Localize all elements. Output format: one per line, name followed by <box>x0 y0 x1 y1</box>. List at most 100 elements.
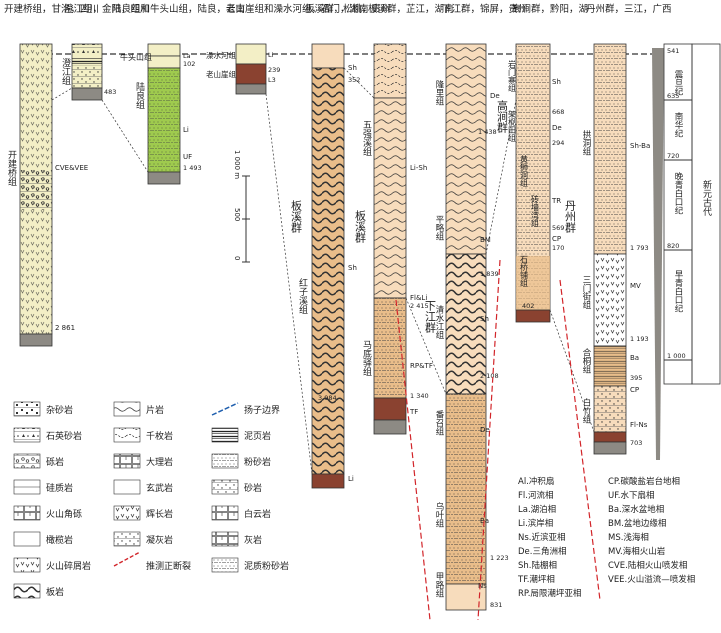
legend-label-20: 白云岩 <box>244 508 271 520</box>
facies-ms: MS.浅海相 <box>608 532 649 543</box>
header-col-3: 陆良组和牛头山组，陆良，云南 <box>112 3 245 15</box>
column-6: 板溪群 五强溪组 马底驿组 Li-Sh Fl&Li 2 415 RP&TF 1 … <box>354 43 433 435</box>
col4-thickness: 239 <box>268 66 280 74</box>
col7-formation-label: 隆里组 <box>434 79 444 105</box>
col8-thickness-1: 668 <box>552 108 564 116</box>
col5-formation-label: 红子溪组 <box>297 277 308 314</box>
col4-facies-lower: L3 <box>268 76 276 84</box>
col7-thickness-3: 2 108 <box>480 372 499 380</box>
facies-mv: MV.海相火山岩 <box>608 546 666 557</box>
legend-label-21: 灰岩 <box>244 534 262 546</box>
header-col-6: 板溪群，芷江，湖南 <box>368 3 454 15</box>
col6-facies-lower: RP&TF <box>410 362 433 370</box>
col6-facies-top: Li-Sh <box>410 164 427 172</box>
col7-group-label: 下江群 <box>424 300 437 333</box>
legend-label-1: 杂砂岩 <box>46 404 73 416</box>
facies-cve: CVE.陆相火山喷发相 <box>608 560 687 571</box>
legend-label-7: 火山碎屑岩 <box>46 560 91 572</box>
facies-ba: Ba.深水盆地相 <box>608 504 664 515</box>
col8-facies-cp: CP <box>552 235 561 243</box>
col9-facies-mv: MV <box>630 282 641 290</box>
col8-thickness-2: 294 <box>552 139 564 147</box>
scale-bar: 0 500 1 000 m <box>233 150 250 263</box>
col9-thickness-2: 1 193 <box>630 335 649 343</box>
col7-facies-sh: Sh <box>480 315 489 323</box>
facies-vee: VEE.火山溢流—喷发相 <box>608 574 695 585</box>
col1-facies: CVE&VEE <box>55 164 88 172</box>
facies-de: De.三角洲相 <box>518 546 566 557</box>
col5-group-label: 板溪群 <box>290 199 303 233</box>
col6-facies-mid: Fl&Li <box>410 294 427 302</box>
col8-facies-de: De <box>552 124 562 132</box>
header-col-5: 板溪群，松桃，贵州 <box>305 3 391 15</box>
header-col-4: 老山崖组和澡水河组，石门，湖南 <box>226 3 369 15</box>
period-nanhua: 南华纪 <box>673 111 683 137</box>
col9-mid-label-3: 合桐组 <box>581 347 591 373</box>
col8-facies-sh: Sh <box>552 78 561 86</box>
col7-mid-label-1: 平略组 <box>434 215 444 241</box>
col6-lower-label: 马底驿组 <box>361 340 372 376</box>
age-635: 635 <box>667 92 679 100</box>
legend-label-16: 扬子边界 <box>244 404 280 416</box>
facies-legend-right: CP.碳酸盐岩台地相 UF.水下扇相 Ba.深水盆地相 BM.盆地边缘相 MS.… <box>608 476 695 585</box>
legend-label-6: 橄榄岩 <box>46 534 73 546</box>
col5-thickness-top: 352 <box>348 76 360 84</box>
col3-facies-uf: UF <box>183 153 192 161</box>
column-3: 牛头山组 陆良组 La 102 Li UF 1 493 <box>120 43 202 185</box>
col7-thickness-2: 1 839 <box>480 270 499 278</box>
col3-facies-li: Li <box>183 126 189 134</box>
col7-mid-label-5: 甲路组 <box>434 572 444 598</box>
facies-rp: RP.局限潮坪亚相 <box>518 588 581 599</box>
legend-label-4: 硅质岩 <box>46 482 73 494</box>
col4-facies: Li <box>268 51 274 59</box>
column-2: 澄江组 483 <box>60 43 116 101</box>
col5-thickness: 3 984 <box>318 394 337 402</box>
scale-label-0: 0 <box>233 256 241 260</box>
col4-formation-label: 澡水河组 <box>206 50 236 60</box>
col3-formation-label: 陆良组 <box>134 81 145 109</box>
legend-label-10: 千枚岩 <box>146 430 173 442</box>
period-early-qingbaikou: 早青白口纪 <box>673 270 683 313</box>
facies-fl: Fl.河流相 <box>518 490 553 501</box>
col8-thickness-5: 402 <box>522 302 534 310</box>
col9-mid-label-4: 白竹组 <box>581 397 591 423</box>
legend-label-9: 片岩 <box>146 404 164 416</box>
col6-thickness-mid: 2 415 <box>410 302 429 310</box>
legend-label-14: 凝灰岩 <box>146 534 173 546</box>
col9-facies-ba: Ba <box>630 354 639 362</box>
lithology-legend: 杂砂岩 石英砂岩 砾岩 硅质岩 火山角砾 橄榄岩 火山碎屑岩 板岩 片岩 千枚岩… <box>13 401 289 599</box>
legend-label-13: 辉长岩 <box>146 508 173 520</box>
column-9: 丹州群 拱洞组 三门街组 合桐组 白竹组 Sh-Ba 1 793 MV 1 19… <box>564 43 650 455</box>
col9-facies-flns: Fl-Ns <box>630 421 648 429</box>
col9-mid-label-2: 三门街组 <box>581 275 591 309</box>
col9-thickness-1: 1 793 <box>630 244 649 252</box>
facies-sh: Sh.陆棚相 <box>518 560 557 571</box>
col3-upper-label: 牛头山组 <box>120 52 152 62</box>
legend-label-3: 砾岩 <box>46 456 64 468</box>
col9-facies-shba: Sh-Ba <box>630 142 650 150</box>
col8-mid-label-5: 石桥铺组 <box>520 255 529 287</box>
col8-thickness-4: 170 <box>552 244 564 252</box>
legend-label-17: 泥页岩 <box>244 430 271 442</box>
facies-legend-left: Al.冲积扇 Fl.河流相 La.湖泊相 Li.滨岸相 Ns.近滨亚相 De.三… <box>517 476 581 599</box>
col1-formation-label: 开建桥组 <box>6 150 17 186</box>
facies-ns: Ns.近滨亚相 <box>518 532 566 543</box>
facies-al: Al.冲积扇 <box>518 476 554 487</box>
col3-facies-la: La <box>183 52 191 60</box>
col7-facies-ns: Ns <box>478 582 487 590</box>
col9-facies-cp: CP <box>630 386 639 394</box>
column-1: 开建桥组 CVE&VEE 2 861 <box>6 43 88 347</box>
col3-thickness-top: 102 <box>183 60 195 68</box>
col8-facies-tr: TR <box>551 197 561 205</box>
col7-mid-label-2: 清水江组 <box>434 304 444 339</box>
col5-facies-mid: Sh <box>348 264 357 272</box>
col8-mid-label-1: 岩门寨组 <box>508 59 517 92</box>
col6-facies-base: TF <box>409 408 418 416</box>
col5-facies-top: Sh <box>348 64 357 72</box>
age-541: 541 <box>667 47 679 55</box>
age-720: 720 <box>667 152 679 160</box>
legend-label-19: 砂岩 <box>244 482 262 494</box>
column-8: 高涧群 岩门寨组 架枧田组 黄狮洞组 砖墙湾组 石桥铺组 Sh 668 De 2… <box>496 43 564 323</box>
column-4: 澡水河组 老山崖组 Li 239 L3 <box>206 43 280 95</box>
